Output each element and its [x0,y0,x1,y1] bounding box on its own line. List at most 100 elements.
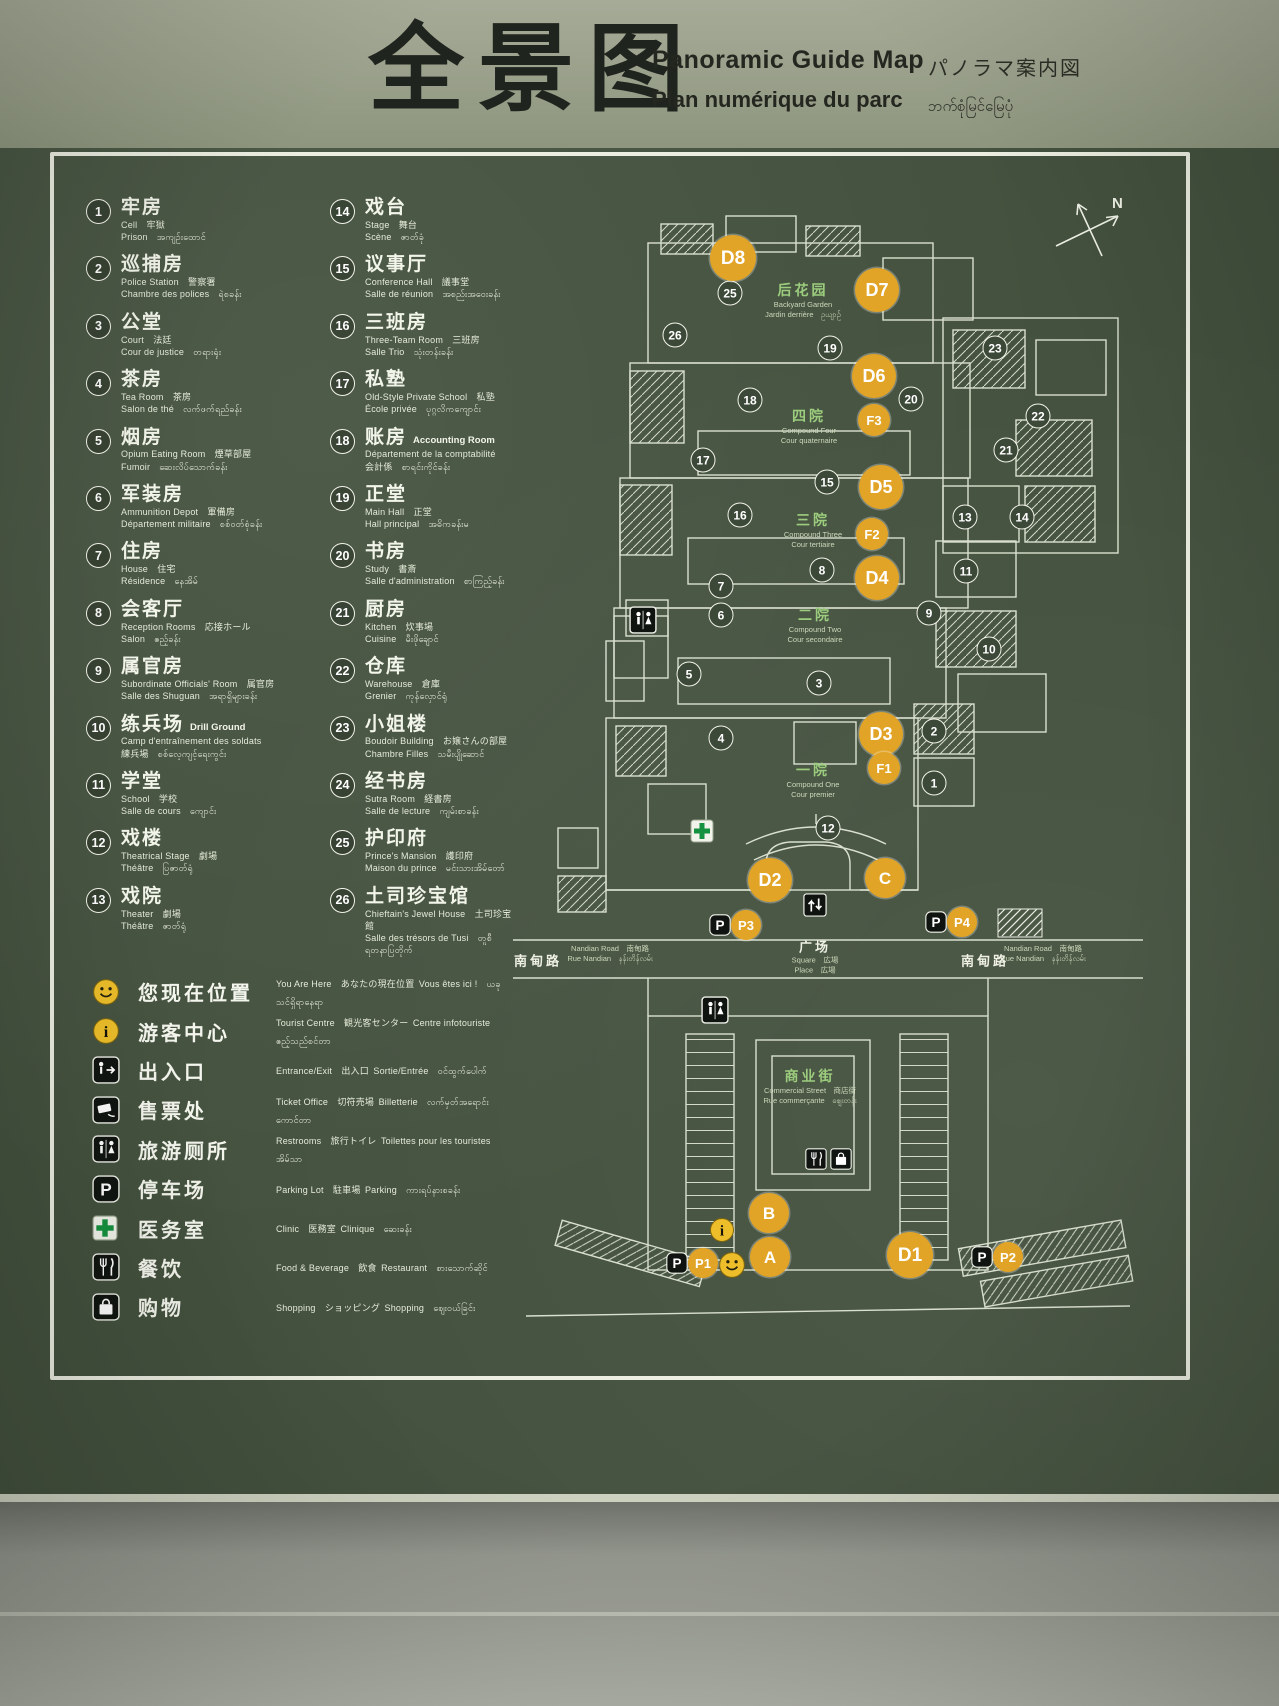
sign-header-band [0,0,1279,148]
legend-item-number: 13 [86,887,111,913]
legend-item: 26 土司珍宝馆 Chieftain's Jewel House 土司珍宝館 S… [330,886,512,956]
facility-label-zh: 餐饮 [138,1258,184,1281]
legend-item-zh: 小姐楼 [365,713,429,735]
legend-item-zh: 经书房 [365,770,429,792]
legend-item-zh: 护印府 [365,828,429,850]
legend-item-line2: Chieftain's Jewel House 土司珍宝館 [365,908,512,931]
facility-item: 医务室 Clinic 医務室 Clinique ဆေးခန်း [92,1208,502,1247]
legend-item-zh: 私塾 [365,369,408,391]
you-are-here-icon [92,978,122,1006]
legend-item-number: 16 [330,313,355,339]
map-marker-shop [830,1148,852,1170]
page-title-ja: パノラマ案内図 [928,58,1082,80]
map-marker-3: 3 [806,670,832,696]
facility-translations: Food & Beverage 飲食 Restaurant စားသောက်ဆိ… [276,1258,506,1276]
legend-item-zh: 仓库 [365,656,408,678]
legend-item-text: 学堂 School 学校 Salle de cours ကျောင်း [121,771,217,817]
legend-item-line2: Court 法廷 [121,334,172,345]
legend-item: 12 戏楼 Theatrical Stage 劇場 Théâtre ပြဇာတ်… [86,828,336,886]
svg-text:i: i [720,1224,724,1240]
legend-item-number: 17 [330,371,355,397]
map-marker-13: 13 [952,504,978,530]
legend-item-text: 仓库 Warehouse 倉庫 Grenier ကုန်လှောင်ရုံ [365,656,447,702]
facility-translations: Tourist Centre 観光客センター Centre infotouris… [276,1013,506,1049]
entrance-exit-icon [92,1056,122,1085]
facility-line1: Tourist Centre 観光客センター [276,1018,409,1029]
map-marker-12: 12 [815,815,841,841]
legend-item-line3: Maison du prince မင်းသားအိမ်တော် [365,863,505,874]
map-marker-F2: F2 [856,518,888,550]
page-title-my: ဘက်စုံမြင်မြေပုံ [928,98,1014,115]
map-marker-F1: F1 [868,752,900,784]
map-marker-5: 5 [676,661,702,687]
legend-item-line3: Salle des trésors de Tusi တူစီရတနာပြတိုက… [365,932,492,955]
facilities-legend: 您现在位置 You Are Here あなたの現在位置 Vous êtes ic… [92,972,502,1327]
map-marker-23: 23 [982,335,1008,361]
legend-item-zh: 军装房 [121,483,185,505]
legend-item-line2: Opium Eating Room 煙草部屋 [121,449,252,460]
restrooms-icon [92,1135,122,1163]
svg-text:P: P [931,915,940,930]
legend-item-line2: Sutra Room 経書房 [365,793,452,804]
svg-text:N: N [1112,195,1123,212]
map-marker-8: 8 [809,557,835,583]
legend-item-text: 会客厅 Reception Rooms 応接ホール Salon ဧည့်ခန်း [121,598,251,645]
inner-white-frame [50,152,1190,1380]
legend-item-line3: Hall principal အဓိကခန်းမ [365,518,469,529]
facility-item: 您现在位置 You Are Here あなたの現在位置 Vous êtes ic… [92,972,502,1011]
legend-item-line3: École privée ပုဂ္ဂလိကကျောင်း [365,404,481,415]
legend-item-zh: 三班房 [365,311,429,333]
legend-item-line3: Salle de lecture ကျမ်းစာခန်း [365,805,479,816]
legend-item: 1 牢房 Cell 牢獄 Prison အကျဉ်းထောင် [86,197,336,255]
legend-item-text: 烟房 Opium Eating Room 煙草部屋 Fumoir ဆေးလိပ်… [121,427,252,473]
facility-line1: Parking Lot 駐車場 [276,1184,361,1195]
map-marker-11: 11 [953,558,979,584]
legend-item: 7 住房 House 住宅 Résidence နေအိမ် [86,541,336,599]
legend-item: 14 戏台 Stage 舞台 Scène ဇာတ်ခုံ [330,197,512,255]
legend-item-line3: Salle de réunion အစည်းအဝေးခန်း [365,289,501,300]
facility-item: 餐饮 Food & Beverage 飲食 Restaurant စားသောက… [92,1248,502,1287]
legend-item-text: 经书房 Sutra Room 経書房 Salle de lecture ကျမ်… [365,770,479,817]
legend-item-number: 19 [330,485,355,511]
shopping-icon [92,1293,122,1321]
legend-item-line2: Police Station 警察署 [121,277,216,288]
map-marker-15: 15 [814,469,840,495]
map-marker-D8: D8 [710,235,756,281]
legend-item-number: 23 [330,715,355,741]
map-marker-crosswalk [997,908,1043,938]
legend-column-1: 1 牢房 Cell 牢獄 Prison အကျဉ်းထောင် 2 巡捕房 [86,197,336,944]
facility-translations: Restrooms 旅行トイレ Toilettes pour les touri… [276,1131,506,1167]
page-title-asian: パノラマ案内図 ဘက်စုံမြင်မြေပုံ [928,52,1082,119]
legend-item: 6 军装房 Ammunition Depot 軍備房 Département m… [86,483,336,542]
map-marker-F3: F3 [858,404,890,436]
facility-item: 购物 Shopping ショッピング Shopping ဈေးဝယ်ခြင်း [92,1287,502,1326]
legend-item-zh: 属官房 [121,656,185,678]
legend-item-line3: Prison အကျဉ်းထောင် [121,232,206,243]
legend-item-zh: 议事厅 [365,254,429,276]
legend-item: 24 经书房 Sutra Room 経書房 Salle de lecture က… [330,770,512,829]
legend-item-text: 土司珍宝馆 Chieftain's Jewel House 土司珍宝館 Sall… [365,886,512,956]
concrete-step-edge [0,1612,1279,1616]
legend-item-text: 正堂 Main Hall 正堂 Hall principal အဓိကခန်းမ [365,484,469,530]
map-marker-18: 18 [737,387,763,413]
legend-item: 25 护印府 Prince's Mansion 護印府 Maison du pr… [330,828,512,886]
legend-item-line2: Main Hall 正堂 [365,506,432,517]
map-marker-26: 26 [662,322,688,348]
facility-translations: Clinic 医務室 Clinique ဆေးခန်း [276,1219,506,1237]
legend-item-zh: 会客厅 [121,598,185,620]
legend-item-line2: Cell 牢獄 [121,219,165,230]
legend-item-zh: 练兵场 [121,713,185,735]
map-marker-info: i [709,1217,735,1243]
map-marker-wc [701,996,729,1024]
map-marker-p: P [666,1252,688,1274]
map-marker-p: P [925,911,947,933]
legend-item-number: 1 [86,199,111,224]
legend-item-number: 3 [86,313,111,339]
legend-item: 23 小姐楼 Boudoir Building お嬢さんの部屋 Chambre … [330,713,512,772]
map-marker-D3: D3 [859,712,903,756]
